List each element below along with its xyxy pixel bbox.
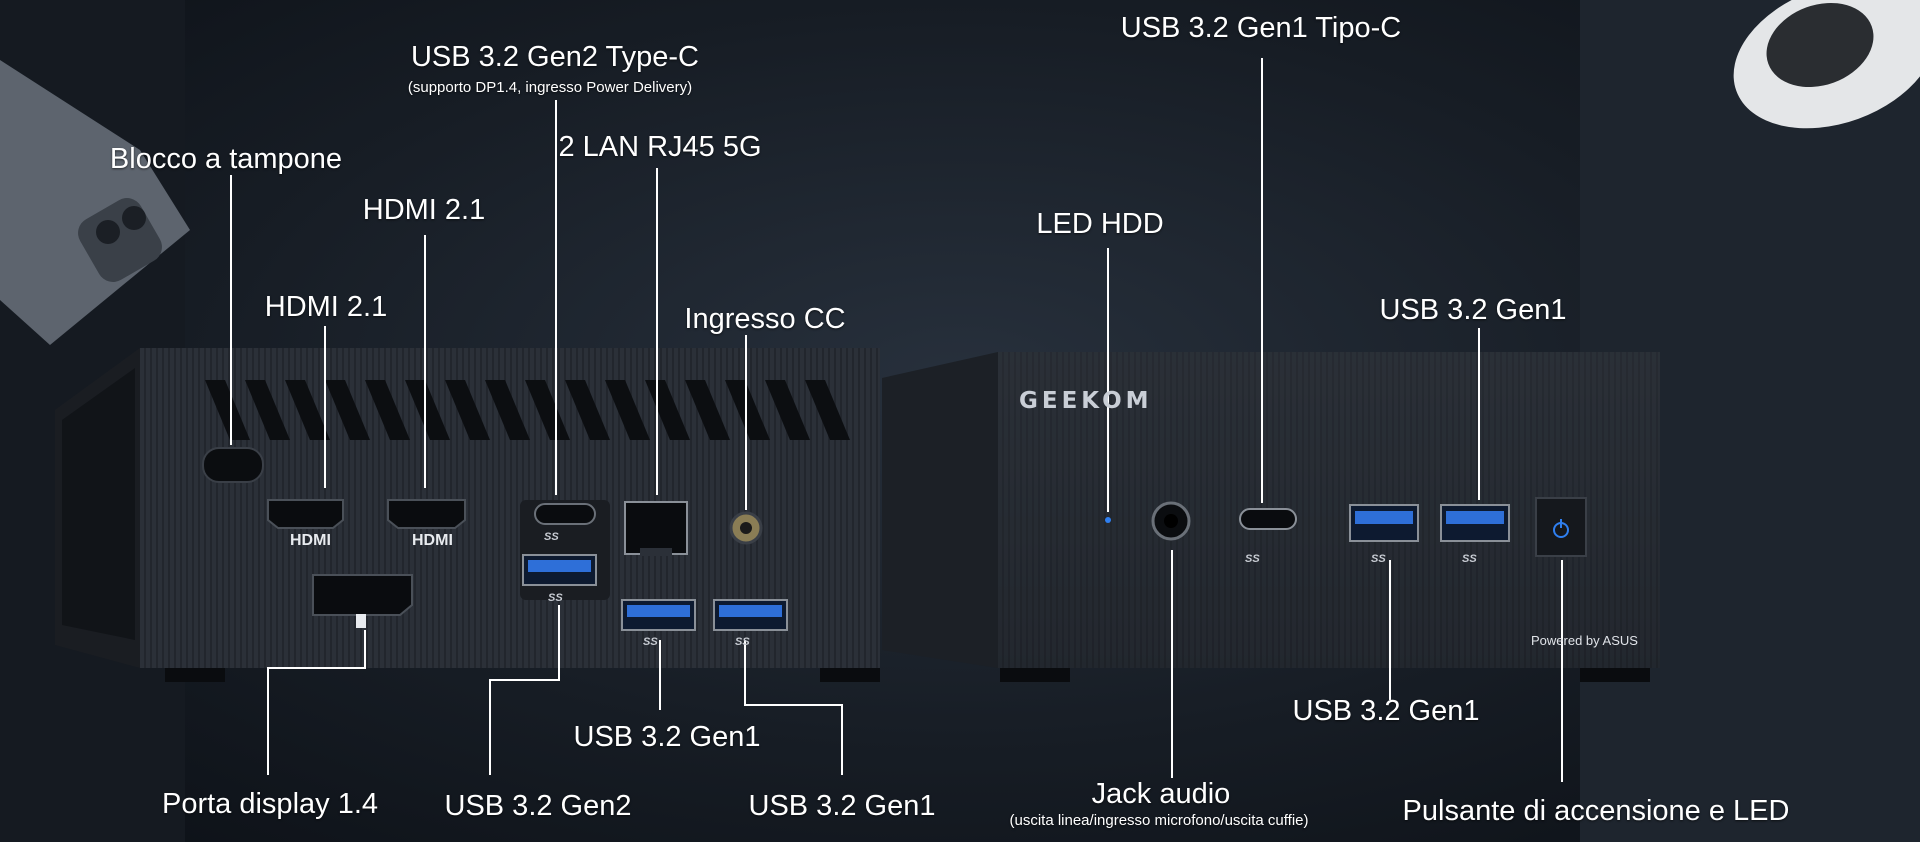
usb-c-front-port bbox=[1239, 508, 1297, 530]
label-usb-c-rear: USB 3.2 Gen2 Type-C bbox=[410, 41, 700, 73]
hdmi-port-1 bbox=[267, 499, 344, 529]
label-hdmi-a: HDMI 2.1 bbox=[264, 291, 388, 323]
usb-c-rear-port bbox=[534, 503, 596, 525]
hdmi-mark-1: HDMI bbox=[290, 532, 331, 549]
label-usb-gen1-rear-a: USB 3.2 Gen1 bbox=[573, 721, 761, 753]
label-usb-gen2-rear: USB 3.2 Gen2 bbox=[444, 790, 632, 822]
ss-mark-gen1-rear-2: SS bbox=[735, 636, 750, 648]
ss-mark-gen2-rear: SS bbox=[548, 592, 563, 604]
rear-unit bbox=[55, 348, 880, 682]
label-dc-in: Ingresso CC bbox=[684, 303, 846, 335]
powered-by-text: Powered by ASUS bbox=[1531, 633, 1638, 648]
label-usb-c-rear-note: (supporto DP1.4, ingresso Power Delivery… bbox=[407, 79, 693, 96]
phone-prop bbox=[0, 60, 190, 345]
ss-mark-usbc-front: SS bbox=[1245, 553, 1260, 565]
label-usb-gen1-rear-b: USB 3.2 Gen1 bbox=[748, 790, 936, 822]
lan-port bbox=[624, 501, 688, 555]
label-power-button: Pulsante di accensione e LED bbox=[1402, 795, 1790, 827]
label-usb-gen1-front-bottom: USB 3.2 Gen1 bbox=[1292, 695, 1480, 727]
label-usb-c-front: USB 3.2 Gen1 Tipo-C bbox=[1120, 12, 1402, 44]
label-audio-jack: Jack audio bbox=[1091, 778, 1231, 810]
kensington-lock-slot bbox=[202, 447, 264, 483]
label-hdmi-b: HDMI 2.1 bbox=[362, 194, 486, 226]
label-displayport: Porta display 1.4 bbox=[161, 788, 379, 820]
ss-mark-usbc-rear: SS bbox=[544, 531, 559, 543]
label-kensington-lock: Blocco a tampone bbox=[109, 143, 343, 175]
hdd-led bbox=[1105, 517, 1111, 523]
hdmi-port-2 bbox=[387, 499, 466, 529]
brand-logo: GEEKOM bbox=[1019, 388, 1153, 414]
ss-mark-gen1-rear-1: SS bbox=[643, 636, 658, 648]
label-hdd-led: LED HDD bbox=[1036, 208, 1164, 240]
displayport-port bbox=[312, 574, 413, 616]
ss-mark-gen1-front-2: SS bbox=[1462, 553, 1477, 565]
label-usb-gen1-front-top: USB 3.2 Gen1 bbox=[1379, 294, 1567, 326]
label-audio-jack-note: (uscita linea/ingresso microfono/uscita … bbox=[1009, 812, 1309, 829]
hdmi-mark-2: HDMI bbox=[412, 532, 453, 549]
ss-mark-gen1-front-1: SS bbox=[1371, 553, 1386, 565]
label-lan: 2 LAN RJ45 5G bbox=[558, 131, 762, 163]
leader-lines bbox=[230, 58, 1563, 782]
